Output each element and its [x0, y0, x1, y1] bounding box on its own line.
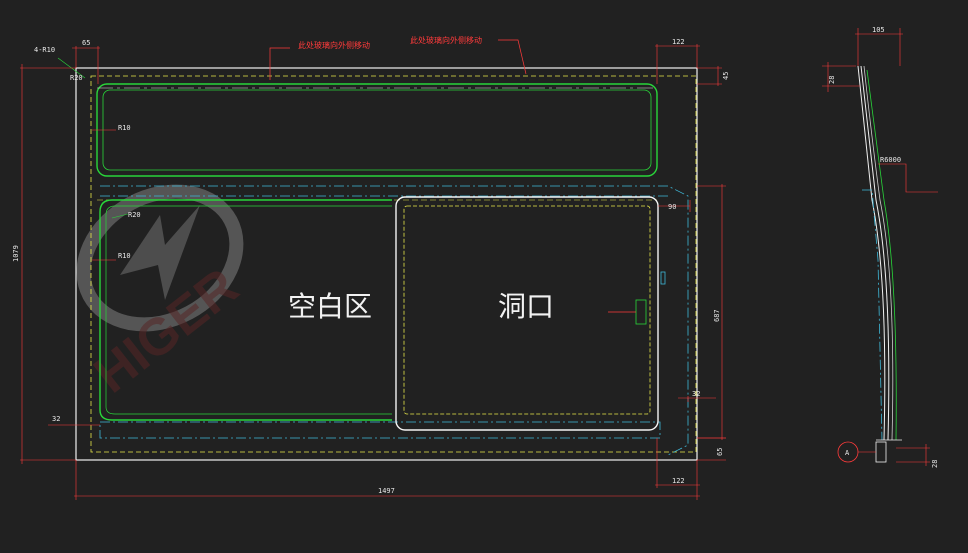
opening-label: 洞口 — [498, 290, 554, 323]
blank-area-inner — [105, 205, 392, 415]
r20-mid-label: R20 — [128, 211, 141, 219]
callout-leader-left — [269, 47, 290, 80]
dim-28-bottom: 28 — [931, 460, 939, 468]
callout-leader-right — [498, 39, 527, 75]
r10-mid-label: R10 — [118, 252, 131, 260]
dim-45-right: 45 — [722, 72, 730, 80]
dim-122-top: 122 — [672, 38, 685, 46]
opening-outer — [395, 196, 659, 431]
r6000-label: R6000 — [880, 156, 901, 164]
section-profile-2 — [860, 65, 890, 441]
top-band-outline — [96, 83, 658, 177]
dim-65-bottom: 65 — [716, 448, 724, 456]
side-tab-marker — [660, 271, 666, 285]
higer-watermark: HIGER — [76, 184, 249, 404]
top-band-inner — [102, 89, 652, 171]
opening-inner-yellow — [403, 205, 651, 415]
bottom-cyan-strip — [99, 421, 661, 439]
dim-1079-left: 1079 — [12, 245, 20, 262]
dim-105: 105 — [872, 26, 885, 34]
dim-687: 687 — [713, 309, 721, 322]
r20-top-label: R20 — [70, 74, 83, 82]
dimension-lines — [20, 44, 726, 500]
callout-note-right: 此处玻璃向外侧移动 — [410, 35, 482, 45]
section-profile-1 — [857, 65, 886, 441]
r20-mid-leader — [111, 213, 129, 219]
dim-1497: 1497 — [378, 487, 395, 495]
blank-area-label: 空白区 — [288, 290, 372, 323]
blank-area-outline — [99, 199, 392, 421]
opening-connector — [635, 299, 647, 325]
r10-top-label: R10 — [118, 124, 131, 132]
section-dimensions — [822, 28, 938, 466]
cyan-band-top — [100, 185, 689, 456]
dim-32-right: 32 — [692, 390, 700, 398]
section-view — [857, 65, 902, 463]
section-profile-3 — [863, 65, 894, 441]
outer-boundary — [75, 67, 698, 461]
callout-note-left: 此处玻璃向外侧移动 — [298, 40, 370, 50]
higer-logo-mark — [120, 205, 200, 300]
section-profile-cyan — [862, 189, 883, 441]
section-foot — [875, 441, 887, 463]
higer-logo-oval — [76, 184, 244, 332]
inner-boundary-yellow — [90, 75, 697, 453]
dim-90: 90 — [668, 203, 676, 211]
dim-32-left: 32 — [52, 415, 60, 423]
dim-122-bottom: 122 — [672, 477, 685, 485]
r10-corner-label: 4-R10 — [34, 46, 55, 54]
dim-65-top: 65 — [82, 39, 90, 47]
dim-28-top: 28 — [828, 76, 836, 84]
section-marker-label: A — [845, 449, 850, 457]
section-profile-4 — [866, 69, 897, 441]
